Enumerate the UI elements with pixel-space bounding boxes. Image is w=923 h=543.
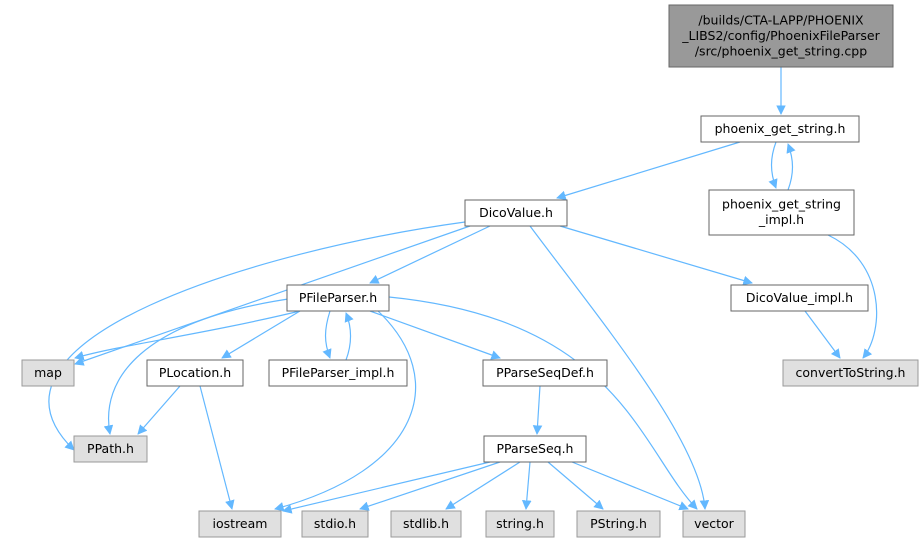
node-stdlib-h: stdlib.h: [390, 510, 462, 538]
node-label: phoenix_get_string: [722, 197, 841, 212]
node-converttostring-h: convertToString.h: [782, 359, 919, 387]
node-label: _impl.h: [758, 212, 804, 227]
node-box: [668, 4, 894, 68]
edge-pfileparser_h-to-plocation_h: [221, 310, 301, 359]
node-label: /builds/CTA-LAPP/PHOENIX: [698, 12, 864, 27]
edge-pgs_h-to-dicovalue_h: [556, 141, 741, 201]
edge-pparseseq_h-to-iostream: [282, 461, 491, 514]
node-string-h: string.h: [485, 510, 555, 538]
node-stdio-h: stdio.h: [301, 510, 369, 538]
node-label: string.h: [496, 516, 544, 531]
node-label: _LIBS2/config/PhoenixFileParser: [681, 28, 880, 43]
edge-pfileparser_h-to-ppath_h: [103, 297, 296, 435]
node-iostream: iostream: [198, 510, 282, 538]
edge-pparseseqdef_h-to-pparseseq_h: [532, 385, 543, 435]
edge-pparseseq_h-to-vector: [571, 461, 689, 511]
node-pgs-h[interactable]: phoenix_get_string.h: [700, 115, 860, 143]
node-label: DicoValue.h: [479, 205, 553, 220]
node-label: stdlib.h: [403, 516, 449, 531]
edge-pparseseq_h-to-string_h: [521, 461, 532, 510]
edge-dicovalue_h-to-vector: [529, 225, 710, 510]
node-box: [390, 510, 462, 538]
edge-dicovalue_h-to-map: [74, 225, 471, 366]
node-label: PFileParser_impl.h: [282, 365, 395, 380]
node-box: [700, 115, 860, 143]
node-box: [682, 510, 746, 538]
node-pfileparser-h[interactable]: PFileParser.h: [286, 284, 390, 312]
node-label: iostream: [213, 516, 268, 531]
node-dicovalue-h[interactable]: DicoValue.h: [464, 199, 568, 227]
edge-plocation_h-to-iostream: [199, 385, 235, 510]
node-box: [730, 284, 869, 312]
node-pparseseqdef-h[interactable]: PParseSeqDef.h: [482, 359, 608, 387]
node-label: PFileParser.h: [299, 290, 377, 305]
node-label: stdio.h: [314, 516, 356, 531]
node-box: [73, 435, 148, 463]
node-label: map: [34, 365, 62, 380]
edge-dicovalue_h-to-dicovalue_impl_h: [559, 225, 753, 286]
edge-dicovalue_h-to-ppath_h: [48, 221, 466, 451]
node-label: phoenix_get_string.h: [715, 121, 846, 136]
node-box: [464, 199, 568, 227]
node-label: PParseSeq.h: [497, 441, 574, 456]
node-ppath-h: PPath.h: [73, 435, 148, 463]
edge-plocation_h-to-ppath_h: [137, 385, 181, 435]
edge-dicovalue_h-to-pfileparser_h: [369, 225, 491, 284]
edge-pparseseq_h-to-stdio_h: [359, 461, 501, 511]
node-box: [708, 189, 855, 236]
node-box: [482, 359, 608, 387]
node-box: [21, 359, 75, 387]
node-box: [268, 359, 408, 387]
node-label: /src/phoenix_get_string.cpp: [695, 43, 867, 58]
node-root: /builds/CTA-LAPP/PHOENIX_LIBS2/config/Ph…: [668, 4, 894, 68]
edge-dicovalue_impl_h-to-converttostring_h: [804, 310, 841, 359]
node-dicovalue-impl-h[interactable]: DicoValue_impl.h: [730, 284, 869, 312]
edge-layer: [48, 67, 878, 514]
node-box: [576, 510, 661, 538]
node-pstring-h: PString.h: [576, 510, 661, 538]
node-box: [286, 284, 390, 312]
edge-pparseseq_h-to-pstring_h: [547, 461, 604, 510]
node-box: [301, 510, 369, 538]
edge-pfileparser_h-to-iostream: [274, 310, 416, 512]
edge-pfileparser_h-to-pfileparser_impl_h: [322, 310, 332, 359]
node-vector: vector: [682, 510, 746, 538]
edge-pfileparser_h-to-map: [74, 310, 301, 361]
edge-pgs_h-to-pgs_impl_h: [768, 141, 778, 189]
edge-pfileparser_h-to-vector: [388, 296, 698, 510]
node-label: convertToString.h: [796, 365, 906, 380]
node-label: PLocation.h: [159, 365, 231, 380]
edge-pgs_impl_h-to-pgs_h: [786, 143, 796, 191]
node-box: [146, 359, 244, 387]
node-box: [485, 510, 555, 538]
node-pgs-impl-h[interactable]: phoenix_get_string_impl.h: [708, 189, 855, 236]
node-label: vector: [694, 516, 735, 531]
node-label: PParseSeqDef.h: [496, 365, 594, 380]
edge-pparseseq_h-to-stdlib_h: [445, 461, 521, 510]
edge-pgs_impl_h-to-converttostring_h: [827, 234, 878, 359]
node-pparseseq-h[interactable]: PParseSeq.h: [483, 435, 587, 463]
edge-pfileparser_impl_h-to-pfileparser_h: [344, 312, 354, 361]
node-label: PString.h: [590, 516, 647, 531]
node-plocation-h[interactable]: PLocation.h: [146, 359, 244, 387]
node-pfileparser-impl-h[interactable]: PFileParser_impl.h: [268, 359, 408, 387]
node-box: [198, 510, 282, 538]
node-box: [483, 435, 587, 463]
node-label: PPath.h: [87, 441, 134, 456]
edge-pfileparser_h-to-pparseseqdef_h: [369, 310, 501, 360]
node-layer: /builds/CTA-LAPP/PHOENIX_LIBS2/config/Ph…: [21, 4, 919, 538]
node-map: map: [21, 359, 75, 387]
node-label: DicoValue_impl.h: [746, 290, 853, 305]
node-box: [782, 359, 919, 387]
